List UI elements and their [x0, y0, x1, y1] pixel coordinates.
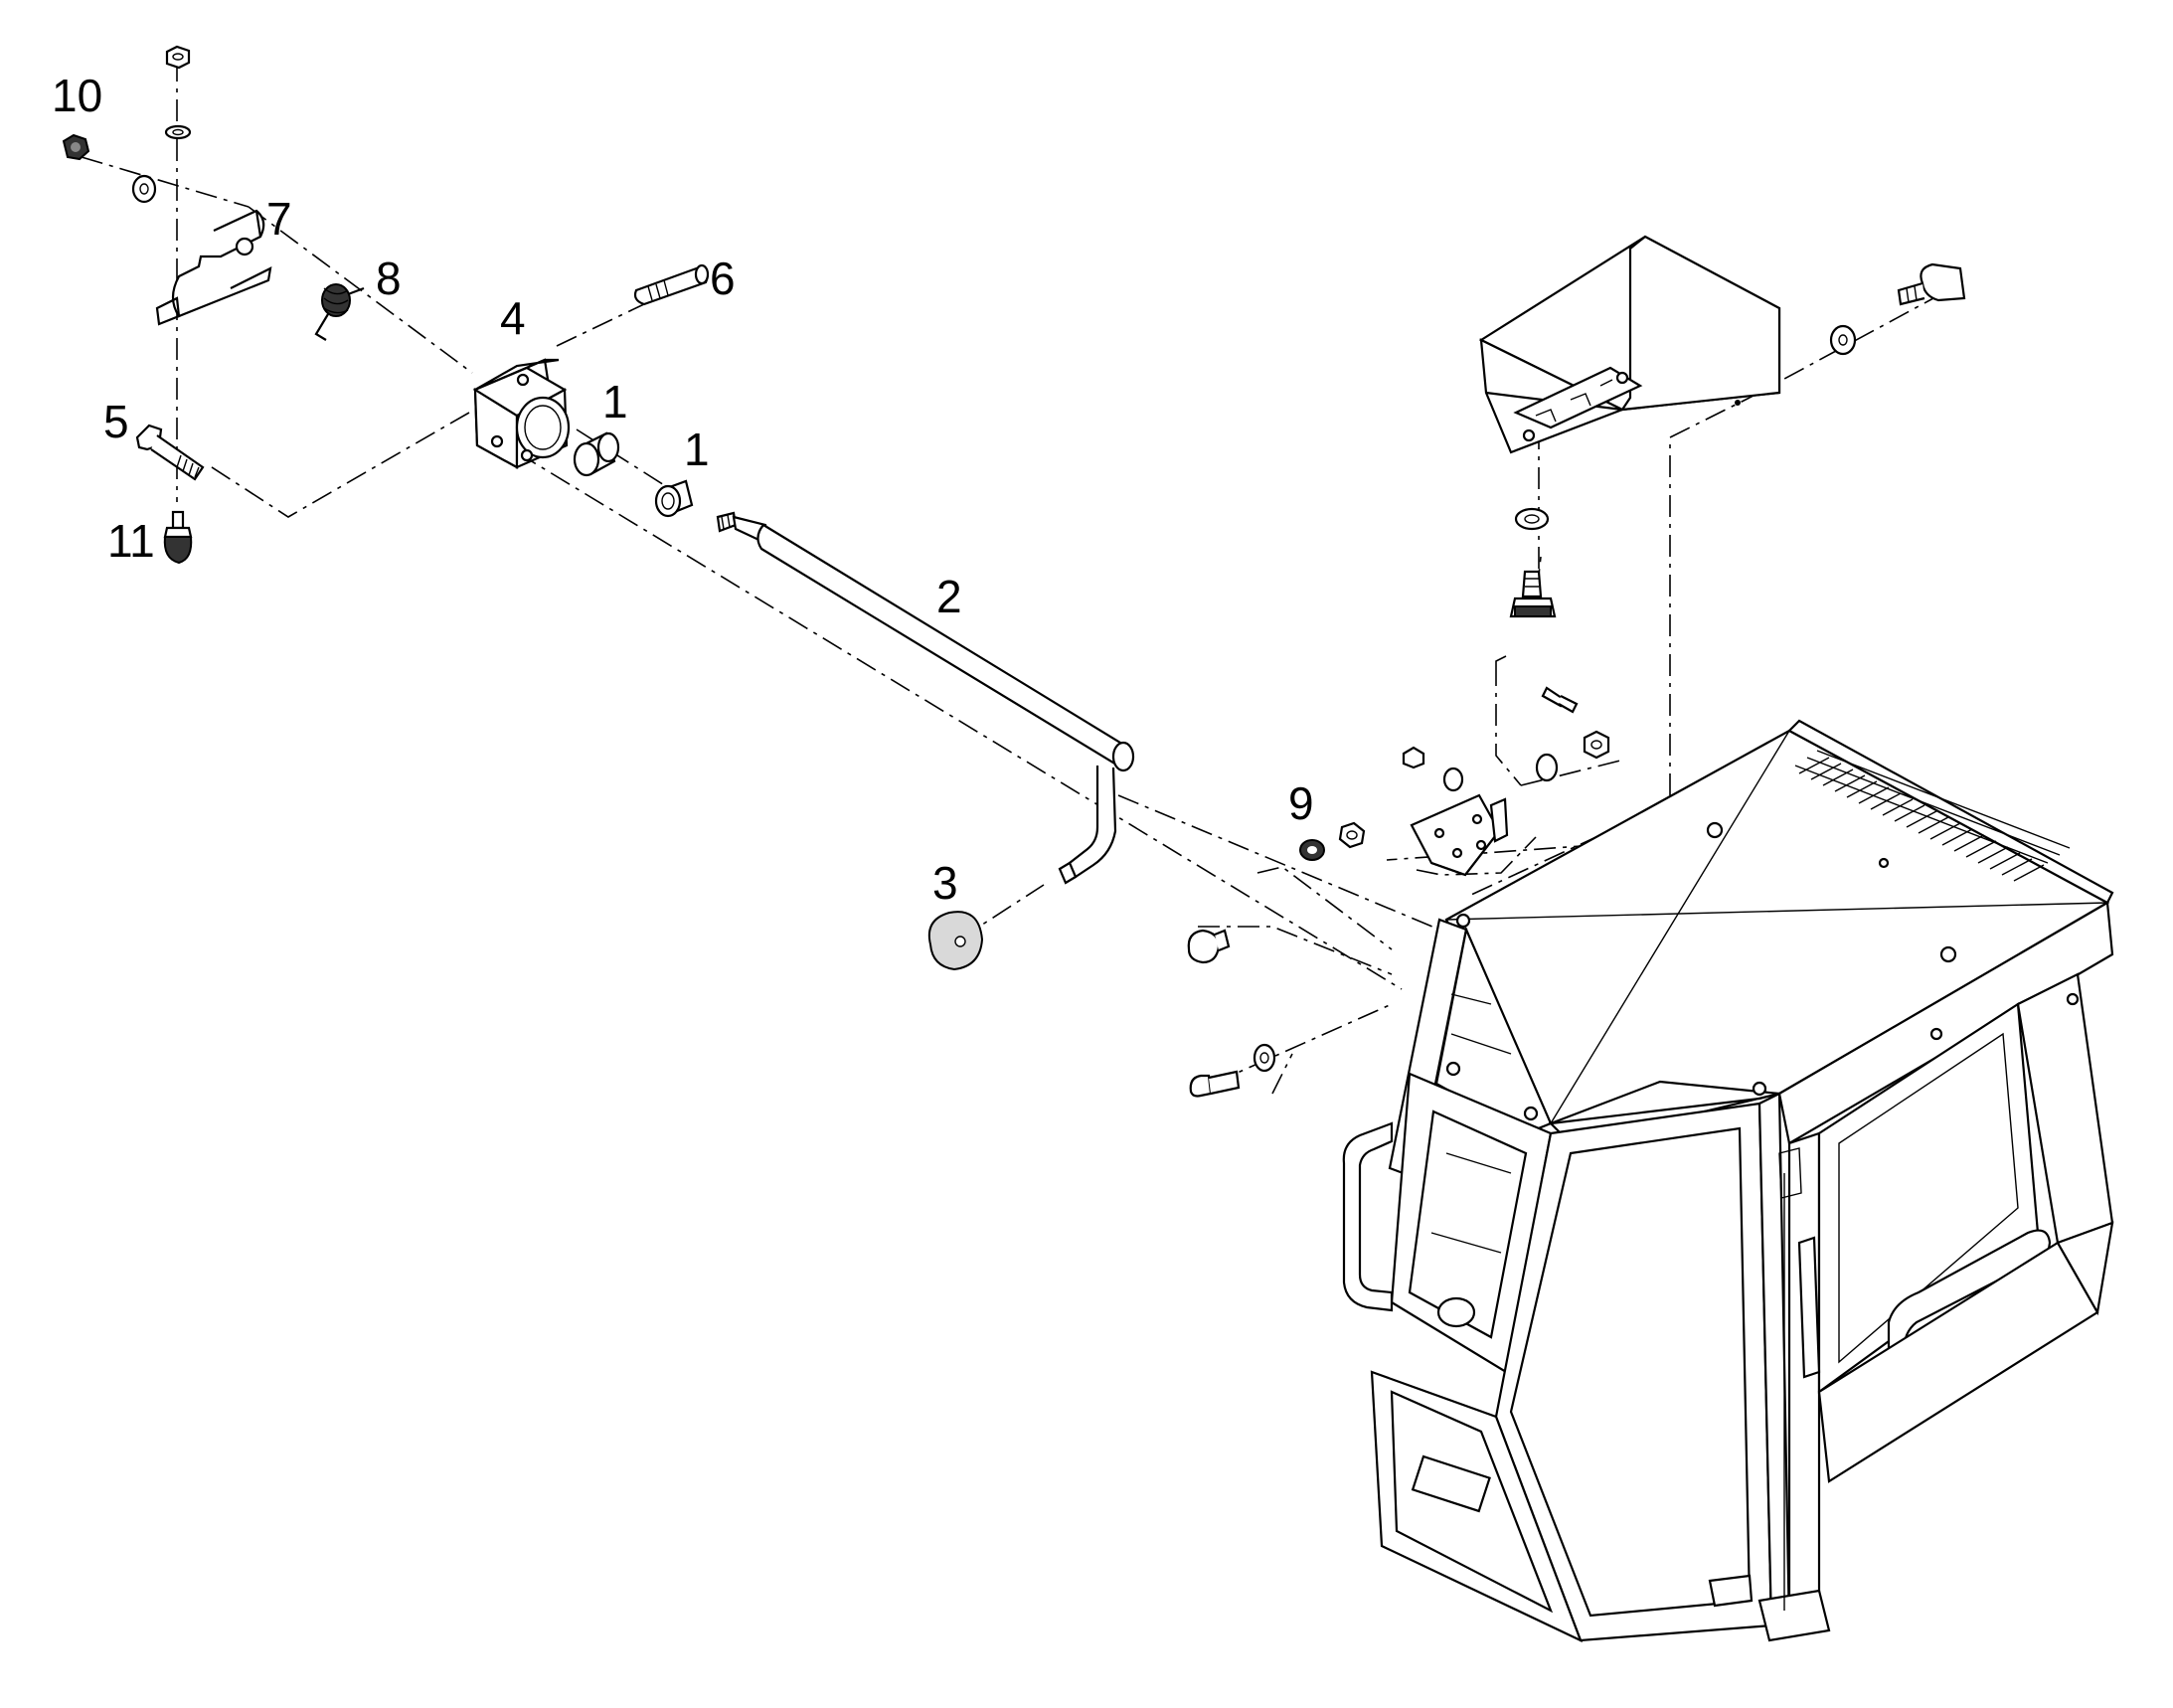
grease-fitting-11-icon [163, 510, 193, 565]
bracket-7-icon [155, 209, 272, 326]
nut-9-icon [1338, 821, 1366, 849]
bushing-1a-icon [573, 431, 620, 477]
latch-hardware-icon [1402, 686, 1610, 792]
washer-9-icon [1299, 839, 1325, 861]
callout-11: 11 [107, 515, 155, 567]
callout-1b: 1 [684, 424, 710, 475]
washer-top-left-icon [131, 174, 157, 204]
knob-3-icon [927, 911, 984, 971]
bumper-icon [1187, 929, 1231, 964]
callout-5: 5 [103, 396, 129, 447]
nut-top-icon [165, 45, 191, 70]
washer-top-icon [164, 124, 192, 140]
bolt-lower-icon [1189, 1070, 1241, 1098]
callout-labels: 10 7 8 6 4 5 1 1 11 2 9 3 [52, 70, 1314, 909]
hex-nut-10-icon [62, 133, 90, 161]
callout-1a: 1 [602, 376, 628, 427]
callout-8: 8 [376, 253, 402, 304]
washer-lower-icon [1253, 1043, 1276, 1073]
callout-10: 10 [52, 70, 102, 121]
bushing-1b-icon [654, 479, 694, 518]
callout-9: 9 [1288, 777, 1314, 829]
bearing-block-4-icon [472, 358, 571, 469]
callout-6: 6 [710, 253, 736, 304]
bolt-5-icon [135, 424, 205, 481]
latch-assembly-icon [1410, 793, 1509, 877]
roof-vent-grid [1794, 750, 2071, 882]
callout-2: 2 [936, 571, 962, 622]
hinged-cover-icon [1478, 235, 1781, 454]
callout-3: 3 [932, 857, 958, 909]
callout-4: 4 [500, 292, 526, 344]
cover-hardware-icon [1509, 262, 1966, 618]
cab-frame-icon [1342, 719, 2114, 1643]
pin-6-icon [633, 263, 710, 306]
callout-7: 7 [266, 193, 292, 245]
torsion-spring-8-icon [314, 283, 365, 341]
shaft-2-icon [716, 511, 1135, 885]
